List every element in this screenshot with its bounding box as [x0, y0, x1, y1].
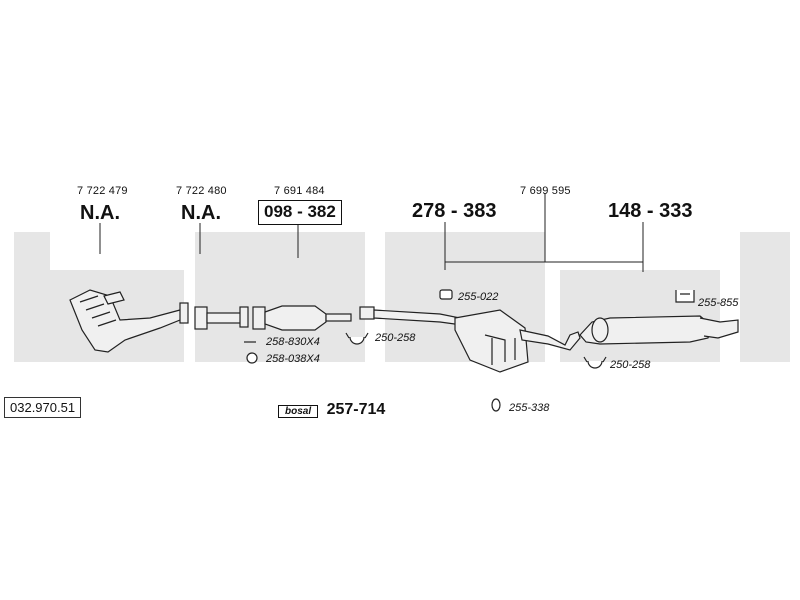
- clamp-icon: [345, 332, 369, 345]
- part5-ref: 7 699 595: [520, 185, 571, 197]
- center-silencer-part: [359, 306, 581, 373]
- catalog-number: 032.970.51: [4, 397, 82, 418]
- accessory-250-258[interactable]: 250-258: [375, 332, 416, 344]
- clamp-icon-2: [583, 356, 607, 369]
- accessory-255-855[interactable]: 255-855: [698, 297, 739, 309]
- accessory-258-038x4[interactable]: 258-038X4: [266, 353, 320, 365]
- accessory-258-830x4[interactable]: 258-830X4: [266, 336, 320, 348]
- bosal-logo: bosal: [278, 405, 319, 418]
- part2-ref: 7 722 480: [176, 185, 227, 197]
- mounting-bracket-icon: [675, 290, 695, 303]
- part2-code[interactable]: N.A.: [181, 202, 221, 224]
- part3-ref: 7 691 484: [274, 185, 325, 197]
- part1-ref: 7 722 479: [77, 185, 128, 197]
- part4-code[interactable]: 278 - 383: [412, 200, 497, 222]
- accessory-255-338[interactable]: 255-338: [509, 402, 550, 414]
- accessory-250-258-rear[interactable]: 250-258: [610, 359, 651, 371]
- part6-code[interactable]: 148 - 333: [608, 200, 693, 222]
- front-pipe-part: [179, 302, 249, 330]
- accessory-255-022[interactable]: 255-022: [458, 291, 499, 303]
- rubber-ring-icon: [491, 398, 501, 412]
- rear-silencer-part: [579, 315, 739, 345]
- part1-code[interactable]: N.A.: [80, 202, 120, 224]
- part3-code[interactable]: 098 - 382: [258, 200, 342, 225]
- catalytic-converter-part: [252, 305, 352, 331]
- nut-icon: [246, 352, 258, 364]
- rubber-hanger-icon: [439, 289, 453, 300]
- manifold-part: [69, 289, 186, 353]
- kit-row[interactable]: bosal 257-714: [278, 401, 385, 419]
- kit-code: 257-714: [326, 401, 386, 418]
